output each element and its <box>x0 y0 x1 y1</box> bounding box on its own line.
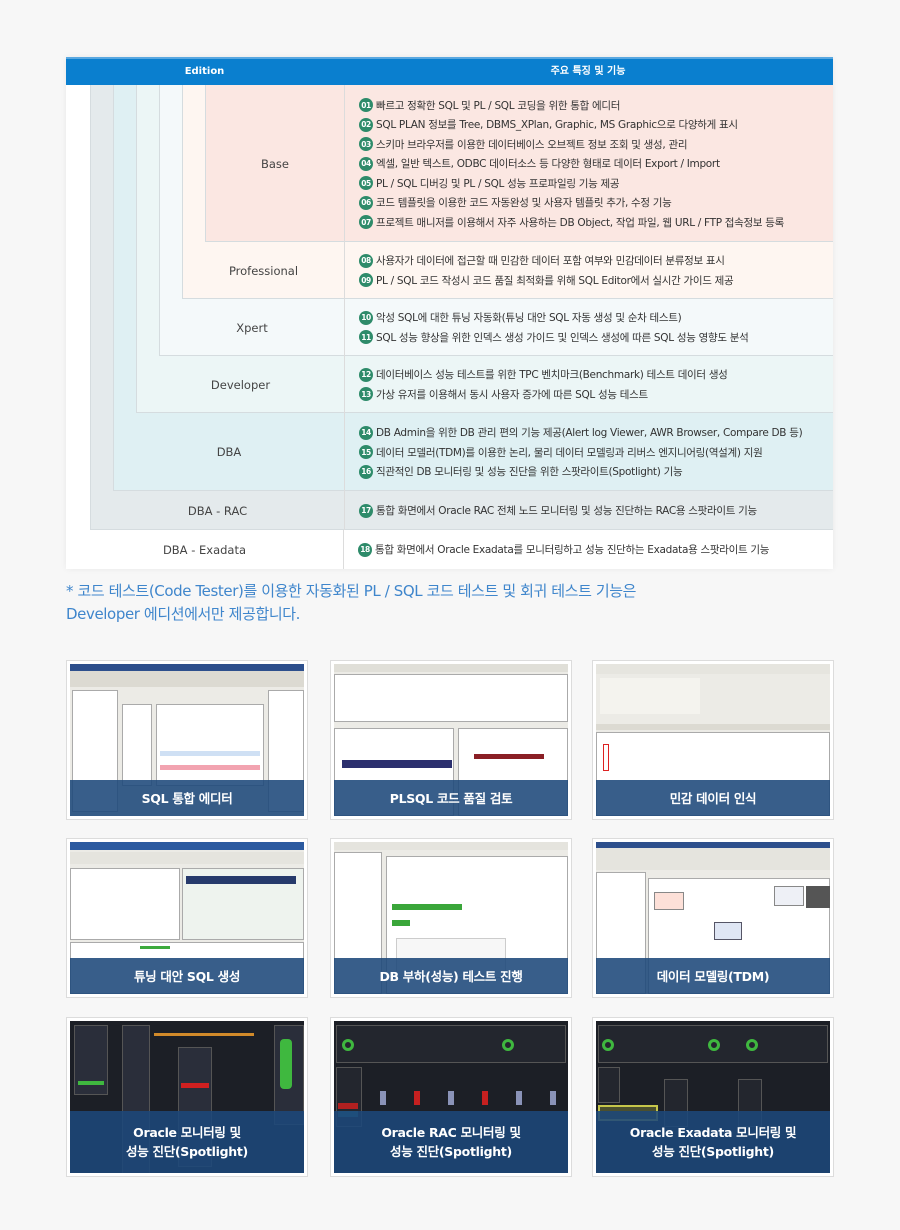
feature-item: 12 데이터베이스 성능 테스트를 위한 TPC 벤치마크(Benchmark)… <box>359 365 833 385</box>
card-caption: Oracle Exadata 모니터링 및 성능 진단(Spotlight) <box>596 1111 830 1173</box>
header-features: 주요 특징 및 기능 <box>550 66 626 77</box>
number-badge-icon: 02 <box>359 117 373 132</box>
header-edition: Edition <box>184 66 225 77</box>
tier-label: Professional <box>228 263 299 278</box>
number-badge-icon: 10 <box>359 310 373 325</box>
number-badge-icon: 17 <box>359 503 373 518</box>
table-header: Edition 주요 특징 및 기능 <box>66 57 833 85</box>
number-badge-icon: 07 <box>359 215 373 229</box>
number-badge-icon: 05 <box>359 176 373 190</box>
tier-features: 14 DB Admin을 위한 DB 관리 편의 기능 제공(Alert log… <box>344 413 833 491</box>
feature-item: 04 엑셀, 일반 텍스트, ODBC 데이터소스 등 다양한 형태로 데이터 … <box>359 154 833 174</box>
number-badge-icon: 11 <box>359 330 373 345</box>
screenshot-card-db-load-test: DB 부하(성능) 테스트 진행 <box>330 838 572 998</box>
tier-label: DBA - Exadata <box>162 542 247 557</box>
feature-item: 08 사용자가 데이터에 접근할 때 민감한 데이터 포함 여부와 민감데이터 … <box>359 251 833 271</box>
feature-item: 18 통합 화면에서 Oracle Exadata를 모니터링하고 성능 진단하… <box>358 540 833 560</box>
card-caption: 민감 데이터 인식 <box>596 780 830 816</box>
card-caption: 데이터 모델링(TDM) <box>596 958 830 994</box>
screenshot-card-oracle-spotlight: Oracle 모니터링 및 성능 진단(Spotlight) <box>66 1017 308 1177</box>
feature-item: 05 PL / SQL 디버깅 및 PL / SQL 성능 프로파일링 기능 제… <box>359 173 833 193</box>
screenshot-card-tuning-sql: 튜닝 대안 SQL 생성 <box>66 838 308 998</box>
feature-item: 15 데이터 모델러(TDM)를 이용한 논리, 물리 데이터 모델링과 리버스… <box>359 442 833 462</box>
number-badge-icon: 03 <box>359 137 373 151</box>
number-badge-icon: 04 <box>359 156 373 171</box>
screenshot-card-data-modeling: 데이터 모델링(TDM) <box>592 838 834 998</box>
number-badge-icon: 15 <box>359 445 373 459</box>
feature-item: 16 직관적인 DB 모니터링 및 성능 진단을 위한 스팟라이트(Spotli… <box>359 462 833 482</box>
screenshot-card-exadata-spotlight: Oracle Exadata 모니터링 및 성능 진단(Spotlight) <box>592 1017 834 1177</box>
feature-item: 02 SQL PLAN 정보를 Tree, DBMS_XPlan, Graphi… <box>359 115 833 135</box>
number-badge-icon: 06 <box>359 195 373 210</box>
screenshot-card-rac-spotlight: Oracle RAC 모니터링 및 성능 진단(Spotlight) <box>330 1017 572 1177</box>
tier-features: 17 통합 화면에서 Oracle RAC 전체 노드 모니터링 및 성능 진단… <box>344 491 833 530</box>
number-badge-icon: 13 <box>359 387 373 402</box>
card-caption: Oracle 모니터링 및 성능 진단(Spotlight) <box>70 1111 304 1173</box>
tier-base: Base 01 빠르고 정확한 SQL 및 PL / SQL 코딩을 위한 통합… <box>205 85 833 242</box>
tier-label: DBA - RAC <box>187 503 248 518</box>
tier-features: 10 악성 SQL에 대한 튜닝 자동화(튜닝 대안 SQL 자동 생성 및 순… <box>344 299 833 356</box>
screenshot-card-plsql-quality: PLSQL 코드 품질 검토 <box>330 660 572 820</box>
feature-item: 11 SQL 성능 향상을 위한 인덱스 생성 가이드 및 인덱스 생성에 따른… <box>359 328 833 348</box>
number-badge-icon: 18 <box>358 542 372 557</box>
number-badge-icon: 09 <box>359 273 373 288</box>
number-badge-icon: 12 <box>359 367 373 382</box>
feature-item: 17 통합 화면에서 Oracle RAC 전체 노드 모니터링 및 성능 진단… <box>359 501 833 521</box>
tier-label: DBA <box>216 445 242 459</box>
feature-item: 06 코드 템플릿을 이용한 코드 자동완성 및 사용자 템플릿 추가, 수정 … <box>359 193 833 213</box>
tier-features: 08 사용자가 데이터에 접근할 때 민감한 데이터 포함 여부와 민감데이터 … <box>344 242 833 299</box>
number-badge-icon: 16 <box>359 464 373 479</box>
tier-label: Developer <box>210 377 271 392</box>
tier-features: 12 데이터베이스 성능 테스트를 위한 TPC 벤치마크(Benchmark)… <box>344 356 833 413</box>
tier-label: Base <box>260 156 289 171</box>
developer-edition-note: * 코드 테스트(Code Tester)를 이용한 자동화된 PL / SQL… <box>66 582 637 623</box>
card-caption: PLSQL 코드 품질 검토 <box>334 780 568 816</box>
feature-item: 14 DB Admin을 위한 DB 관리 편의 기능 제공(Alert log… <box>359 423 833 443</box>
tier-features: 01 빠르고 정확한 SQL 및 PL / SQL 코딩을 위한 통합 에디터 … <box>344 85 833 242</box>
feature-item: 07 프로젝트 매니저를 이용해서 자주 사용하는 DB Object, 작업 … <box>359 212 833 232</box>
number-badge-icon: 01 <box>359 98 373 112</box>
number-badge-icon: 08 <box>359 253 373 268</box>
feature-item: 03 스키마 브라우저를 이용한 데이터베이스 오브젝트 정보 조회 및 생성,… <box>359 134 833 154</box>
edition-comparison-table: Edition 주요 특징 및 기능 DBA - Exadata 18 통합 화… <box>66 57 833 569</box>
feature-item: 09 PL / SQL 코드 작성시 코드 품질 최적화를 위해 SQL Edi… <box>359 271 833 291</box>
screenshot-card-sql-editor: SQL 통합 에디터 <box>66 660 308 820</box>
tier-label: Xpert <box>236 320 268 335</box>
card-caption: Oracle RAC 모니터링 및 성능 진단(Spotlight) <box>334 1111 568 1173</box>
card-caption: DB 부하(성능) 테스트 진행 <box>334 958 568 994</box>
feature-item: 01 빠르고 정확한 SQL 및 PL / SQL 코딩을 위한 통합 에디터 <box>359 95 833 115</box>
screenshot-card-sensitive-data: 민감 데이터 인식 <box>592 660 834 820</box>
card-caption: 튜닝 대안 SQL 생성 <box>70 958 304 994</box>
feature-item: 13 가상 유저를 이용해서 동시 사용자 증가에 따른 SQL 성능 테스트 <box>359 385 833 405</box>
number-badge-icon: 14 <box>359 425 373 440</box>
feature-item: 10 악성 SQL에 대한 튜닝 자동화(튜닝 대안 SQL 자동 생성 및 순… <box>359 308 833 328</box>
tier-features: 18 통합 화면에서 Oracle Exadata를 모니터링하고 성능 진단하… <box>343 530 833 569</box>
card-caption: SQL 통합 에디터 <box>70 780 304 816</box>
